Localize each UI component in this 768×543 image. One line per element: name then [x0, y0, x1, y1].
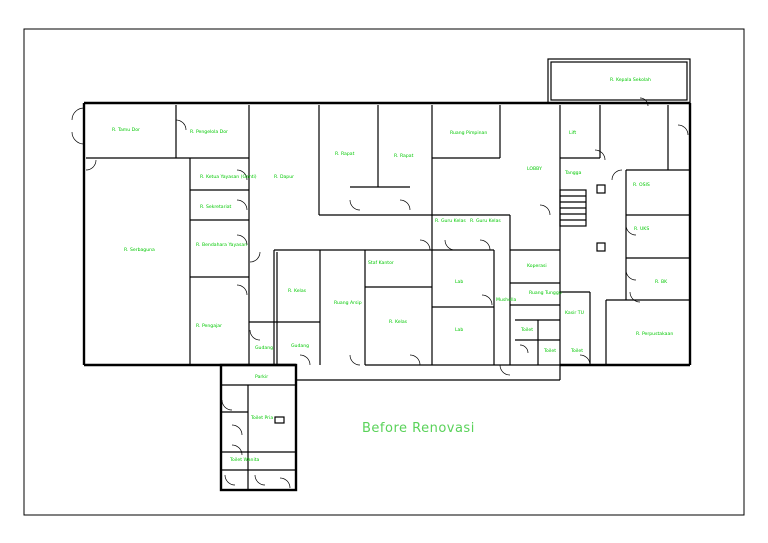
label-r-tangga: Tangga [564, 170, 582, 176]
label-r-parkir: Parkir [255, 374, 268, 380]
label-r-toilet-wanita: Toilet Wanita [229, 457, 260, 463]
label-r-tu: Kasir TU [565, 310, 584, 316]
label-r-kelas-kiri: R. Kelas [288, 288, 307, 294]
label-r-pengelola: R. Pengelola Dor [190, 129, 228, 135]
label-r-toilet3: Toilet [570, 348, 583, 354]
exterior-walls [82, 58, 692, 367]
label-r-uks: R. UKS [634, 226, 649, 232]
label-r-lab2: Lab [455, 327, 463, 333]
left-wing-walls [86, 105, 250, 365]
label-r-rapat2: R. Rapat [394, 153, 414, 159]
label-r-kepsek: R. Kepala Sekolah [610, 77, 651, 83]
label-r-musholla: Musholla [496, 297, 517, 303]
label-r-koperasi: Koperasi [527, 263, 547, 269]
label-r-toilet1: Toilet [520, 327, 533, 333]
annex-walls [219, 363, 298, 492]
label-r-gudang: Gudang [255, 345, 273, 351]
label-r-lift: Lift [569, 130, 576, 136]
label-r-osis: R. OSIS [633, 182, 650, 188]
label-r-guru2: R. Guru Kelas [470, 218, 501, 224]
drawing-title: Before Renovasi [362, 421, 475, 436]
label-r-bk: R. BK [655, 279, 668, 285]
label-r-pengajar: R. Pengajar [196, 323, 222, 329]
label-r-bendahara: R. Bendahara Yayasan [196, 242, 247, 248]
label-r-gudang2: Gudang [291, 343, 309, 349]
label-r-serbaguna: R. Serbaguna [124, 247, 155, 253]
label-r-ketua2: R. Sekretariat [200, 204, 232, 210]
label-r-guru1: R. Guru Kelas [435, 218, 466, 224]
label-r-rapat1: R. Rapat [335, 151, 355, 157]
label-r-ruang-tunggu: Ruang Tunggu [529, 290, 562, 296]
label-r-toilet2: Toilet [543, 348, 556, 354]
label-r-ketua1: R. Ketua Yayasan (Ganti) [200, 174, 257, 180]
central-walls [249, 105, 561, 381]
label-r-lobby: LOBBY [527, 166, 542, 172]
room-labels: R. Tamu Dor R. Pengelola Dor R. Serbagun… [112, 77, 673, 463]
sheet-border [23, 28, 745, 516]
label-r-lab: Lab [455, 279, 463, 285]
door-swings [71, 97, 689, 489]
label-r-pimpinan: Ruang Pimpinan [450, 130, 487, 136]
label-r-arsip: Ruang Arsip [334, 300, 362, 306]
right-wing-walls [509, 105, 690, 365]
label-r-tamu: R. Tamu Dor [112, 127, 140, 133]
label-r-dapur: R. Dapur [274, 174, 294, 180]
label-r-kelas-kanan: R. Kelas [389, 319, 408, 325]
label-r-toilet-pria: Toilet Pria [250, 415, 273, 421]
label-r-staf: Staf Kantor [368, 260, 394, 266]
label-r-perpus: R. Perpustakaan [636, 331, 673, 337]
